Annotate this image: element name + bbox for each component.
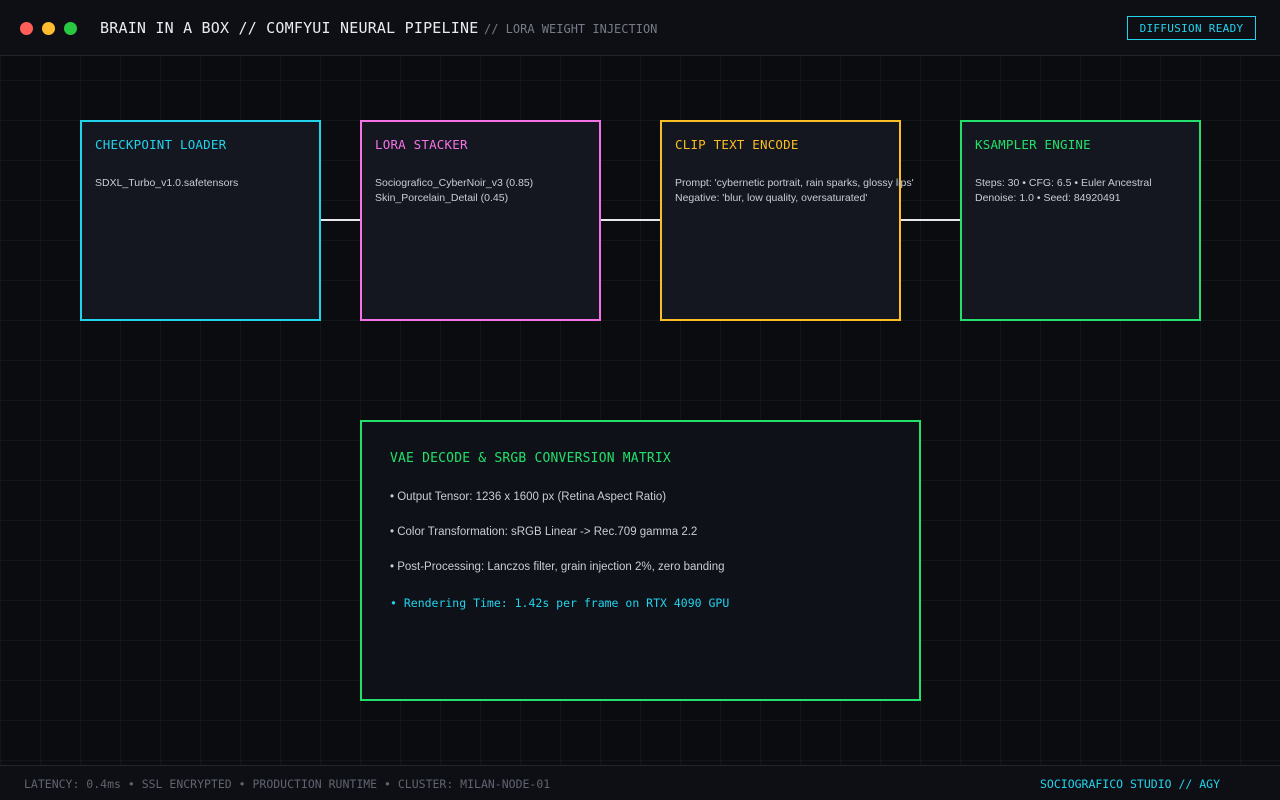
node-param: Prompt: 'cybernetic portrait, rain spark… [675,177,914,189]
app-subtitle: // LORA WEIGHT INJECTION [484,22,658,36]
node-connector [601,219,660,221]
footer-status-text: LATENCY: 0.4ms • SSL ENCRYPTED • PRODUCT… [24,777,551,791]
node-body: SDXL_Turbo_v1.0.safetensors [95,176,238,191]
window-close-button[interactable] [20,22,33,35]
window-minimize-button[interactable] [42,22,55,35]
node-connector [901,219,960,221]
node-title: CLIP TEXT ENCODE [675,137,799,152]
app-title: BRAIN IN A BOX // COMFYUI NEURAL PIPELIN… [100,19,479,37]
app-header: BRAIN IN A BOX // COMFYUI NEURAL PIPELIN… [0,0,1280,56]
lora-stacker-node[interactable]: LORA STACKER Sociografico_CyberNoir_v3 (… [360,120,601,321]
footer-brand: SOCIOGRAFICO STUDIO // AGY [1040,777,1221,791]
node-body: Steps: 30 • CFG: 6.5 • Euler Ancestral D… [975,176,1152,206]
checkpoint-loader-node[interactable]: CHECKPOINT LOADER SDXL_Turbo_v1.0.safete… [80,120,321,321]
node-body: Prompt: 'cybernetic portrait, rain spark… [675,176,914,206]
vae-output-tensor: • Output Tensor: 1236 x 1600 px (Retina … [390,491,667,503]
clip-text-encode-node[interactable]: CLIP TEXT ENCODE Prompt: 'cybernetic por… [660,120,914,321]
ksampler-engine-node[interactable]: KSAMPLER ENGINE Steps: 30 • CFG: 6.5 • E… [960,120,1201,321]
status-badge: DIFFUSION READY [1127,16,1256,40]
node-param: Skin_Porcelain_Detail (0.45) [375,192,509,204]
node-body: Sociografico_CyberNoir_v3 (0.85) Skin_Po… [375,176,533,206]
status-footer: LATENCY: 0.4ms • SSL ENCRYPTED • PRODUCT… [0,765,1280,800]
node-param: SDXL_Turbo_v1.0.safetensors [95,177,239,189]
node-param: Steps: 30 • CFG: 6.5 • Euler Ancestral [975,177,1152,189]
node-param: Denoise: 1.0 • Seed: 84920491 [975,192,1121,204]
window-maximize-button[interactable] [64,22,77,35]
vae-decode-panel[interactable]: VAE DECODE & SRGB CONVERSION MATRIX • Ou… [360,420,921,701]
node-title: KSAMPLER ENGINE [975,137,1091,152]
vae-panel-title: VAE DECODE & SRGB CONVERSION MATRIX [390,451,671,466]
vae-post-processing: • Post-Processing: Lanczos filter, grain… [390,561,725,573]
node-title: LORA STACKER [375,137,468,152]
node-title: CHECKPOINT LOADER [95,137,227,152]
node-param: Sociografico_CyberNoir_v3 (0.85) [375,177,534,189]
vae-rendering-time: • Rendering Time: 1.42s per frame on RTX… [390,596,730,610]
node-param: Negative: 'blur, low quality, oversatura… [675,192,868,204]
node-connector [321,219,360,221]
vae-color-transformation: • Color Transformation: sRGB Linear -> R… [390,526,698,538]
